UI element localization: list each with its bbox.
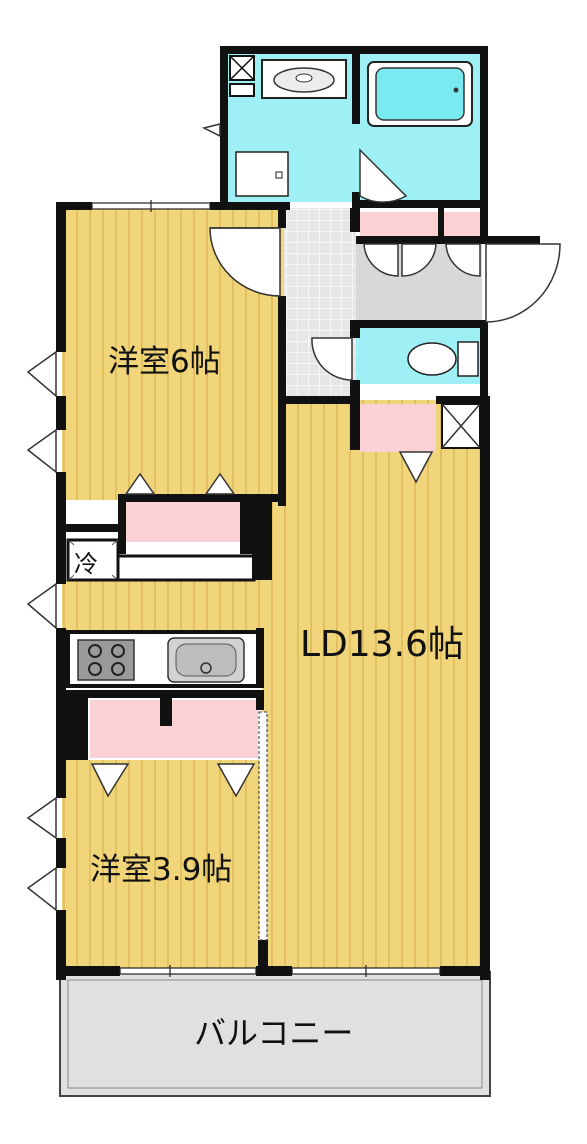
pipe-space [441, 403, 481, 449]
room-label-ld: LD13.6帖 [300, 624, 464, 665]
stove-icon [77, 639, 135, 681]
toilet-icon [407, 341, 479, 377]
closet-room-3-9 [90, 700, 258, 758]
room-label-western-6: 洋室6帖 [108, 344, 221, 380]
bathtub-icon [367, 61, 473, 127]
kitchen-corridor-floor [62, 580, 262, 632]
storage-ld-top [360, 404, 436, 452]
door-swings [26, 123, 561, 912]
windows [91, 200, 441, 977]
fridge-space [66, 538, 120, 582]
storage-entrance-right [444, 212, 480, 238]
fridge-label: 冷 [74, 550, 98, 578]
storage-entrance-left [360, 212, 438, 238]
walls [56, 46, 540, 980]
balcony-label: バルコニー [194, 1014, 353, 1052]
closet-room-6 [124, 502, 242, 542]
washing-machine-space [229, 55, 255, 97]
room-label-western-3-9: 洋室3.9帖 [90, 852, 232, 888]
western-room-3-9-floor [62, 760, 262, 972]
fridge-shelf [116, 554, 256, 582]
wash-basin-icon [261, 59, 347, 99]
balcony [59, 971, 491, 1097]
sliding-partition [258, 711, 268, 941]
ld-floor [262, 400, 484, 972]
kitchen-counter [66, 630, 262, 688]
